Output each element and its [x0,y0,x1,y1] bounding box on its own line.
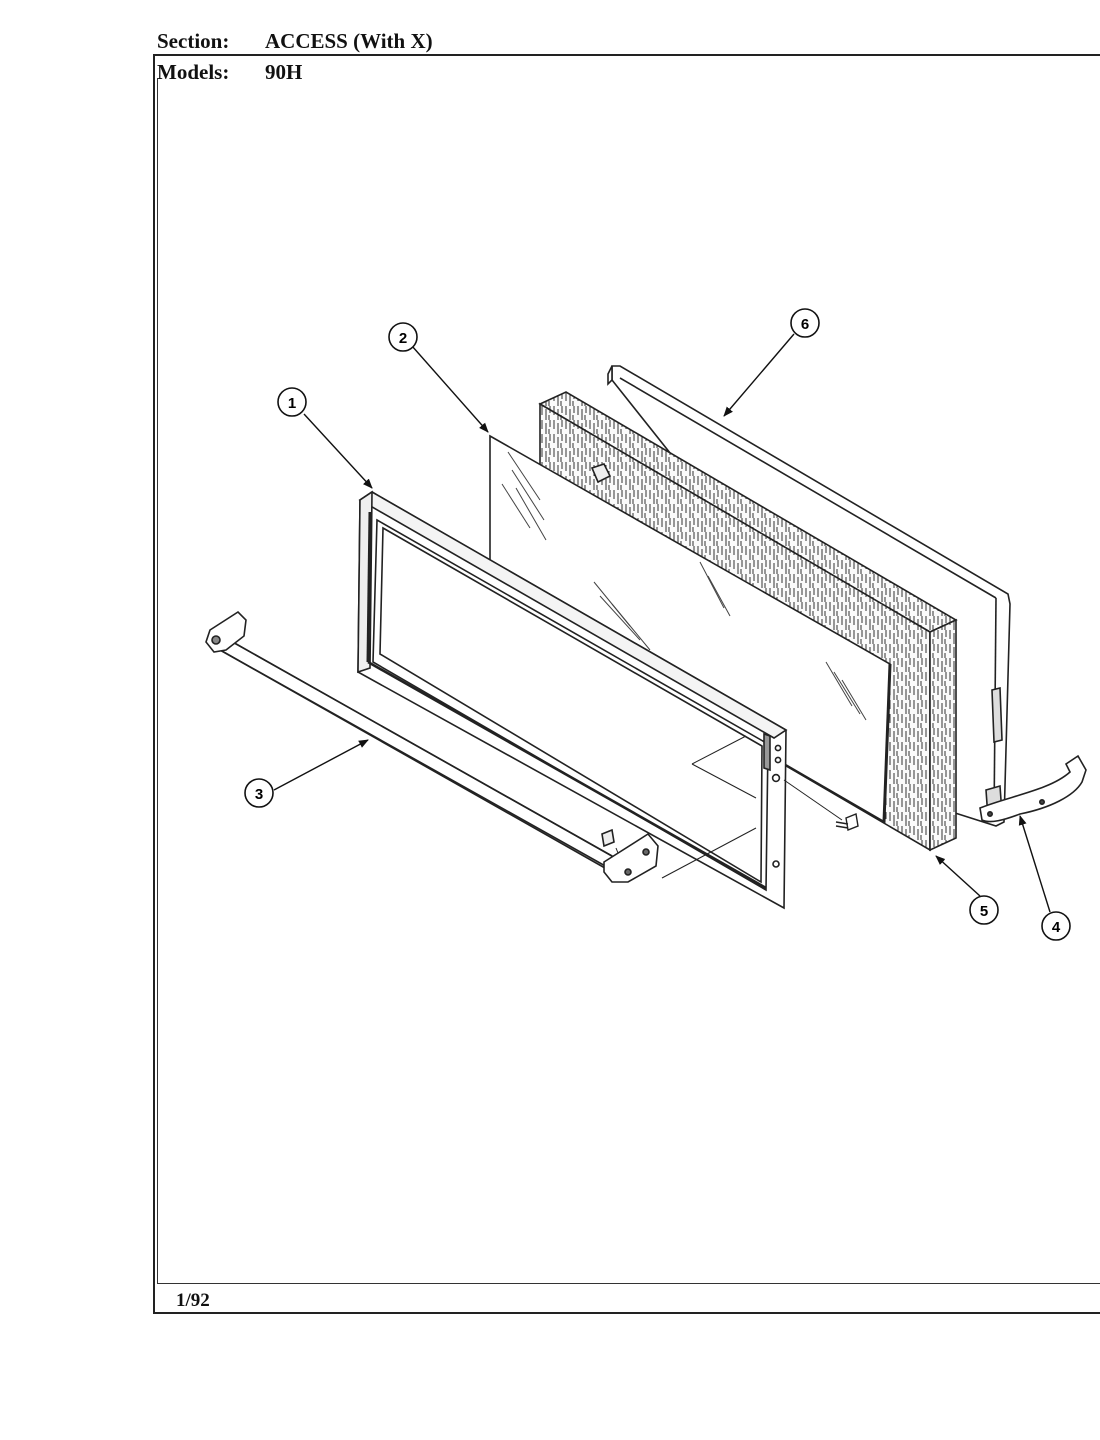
callout-3: 3 [244,778,274,808]
part-1-outer-frame [357,490,788,910]
callout-6-label: 6 [801,316,809,333]
callout-6: 6 [790,308,820,338]
revision-date: 1/92 [176,1290,210,1311]
callouts: 1 2 3 4 5 6 [244,308,1071,941]
models-row: Models: 90H [157,60,302,84]
section-label: Section: [157,29,230,53]
callout-1-label: 1 [288,395,296,412]
callout-4: 4 [1041,911,1071,941]
header-rule [153,54,1100,56]
callout-2-label: 2 [399,330,407,347]
callout-1: 1 [277,387,307,417]
leader-4 [1018,815,1051,913]
callout-3-label: 3 [255,786,263,803]
part-4-bracket [979,754,1087,823]
section-row: Section: ACCESS (With X) [157,29,433,53]
callout-4-label: 4 [1052,919,1061,936]
section-value: ACCESS (With X) [265,29,433,53]
screw [835,813,859,831]
leader-6 [723,333,795,417]
callout-5-label: 5 [980,903,988,920]
leader-2 [411,345,489,433]
footer-rule [157,1283,1100,1284]
models-label: Models: [157,60,230,84]
leader-1 [303,413,373,489]
models-value: 90H [265,60,303,84]
leader-3 [273,739,369,791]
callout-2: 2 [388,322,418,352]
callout-5: 5 [969,895,999,925]
leader-lines [273,333,1051,913]
leader-5 [935,855,981,897]
page-frame [153,54,1100,1314]
inner-frame-line [157,78,158,1284]
reference-lines [615,735,843,879]
part-3-handle [205,610,659,883]
